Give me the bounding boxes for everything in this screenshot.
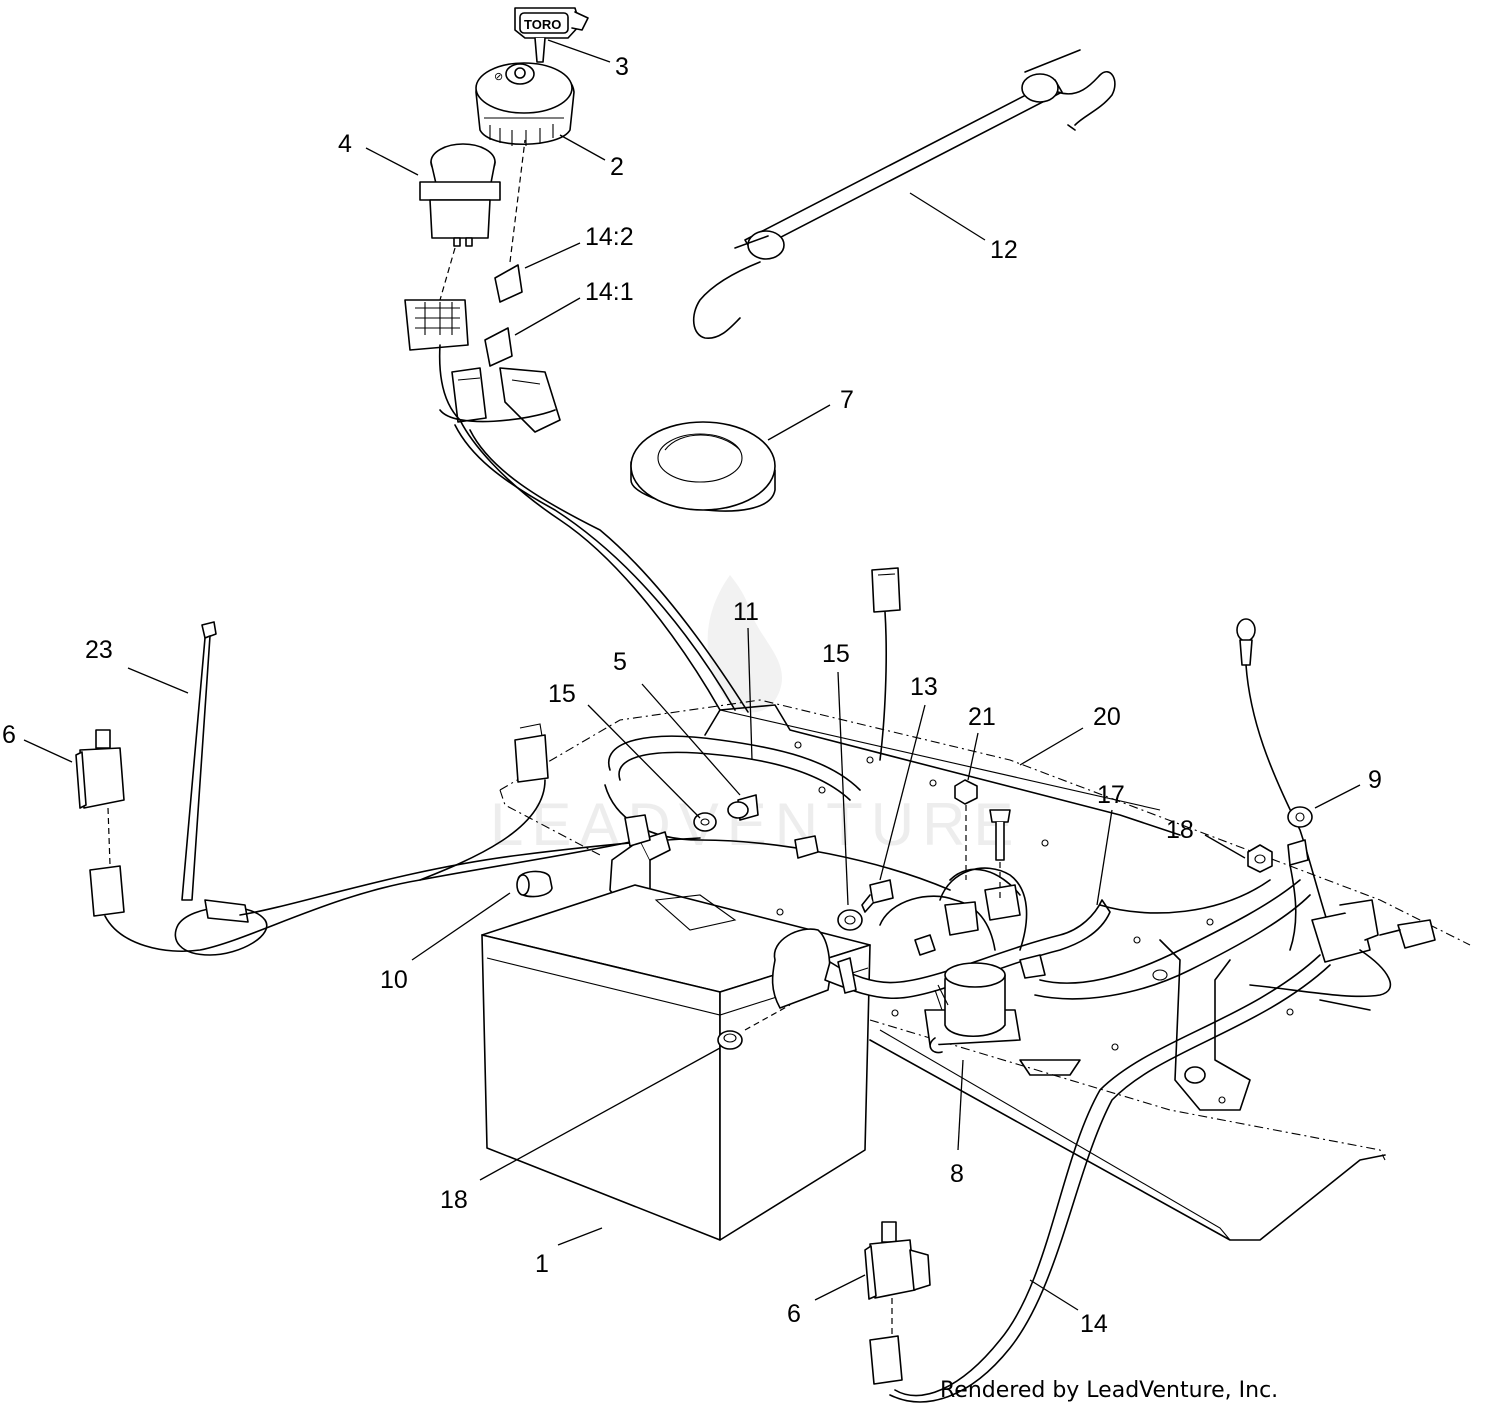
callout-2: 2 [610,153,624,181]
bolt-13 [861,879,894,913]
callout-7: 7 [840,386,854,414]
ignition-switch: ⊘ [475,62,575,146]
right-connector [1249,899,1436,998]
cable-tie [181,621,217,901]
battery [481,884,871,1241]
callout-11: 11 [733,598,759,626]
fuse-14-1 [484,327,513,367]
key-switch-connectors [451,367,561,433]
callout-3: 3 [615,53,629,81]
callout-15-left: 15 [548,680,576,708]
svg-text:⊘: ⊘ [494,71,503,83]
interlock-switch-bottom [864,1221,931,1385]
harness-connector-center [419,723,549,881]
callout-23: 23 [85,636,113,664]
callout-14-1: 14:1 [585,278,634,306]
callout-18-bottom: 18 [440,1186,468,1214]
interlock-switch-left [75,729,641,953]
cap-grommet [630,421,776,512]
starter-solenoid [924,962,1021,1054]
pto-switch [419,143,501,301]
fuse-14-2 [494,139,526,303]
callout-12: 12 [990,236,1018,264]
battery-bolt-5 [727,794,759,821]
render-credit: Rendered by LeadVenture, Inc. [940,1378,1279,1403]
callout-1: 1 [535,1250,549,1278]
frame-plate [499,699,1471,1241]
nut-18-right [1247,844,1273,873]
seat-switch-wire [889,954,1331,1403]
washer-15-right [837,909,863,931]
callout-15-right: 15 [822,640,850,668]
callout-18-right: 18 [1166,816,1194,844]
callout-21: 21 [968,703,996,731]
upper-connector [871,567,901,761]
ground-wire [1236,618,1331,951]
harness-connector-block [404,299,469,351]
harness-plug [516,870,553,898]
callout-10: 10 [380,966,408,994]
callout-6-left: 6 [2,721,16,749]
callout-13: 13 [910,673,938,701]
callout-8: 8 [950,1160,964,1188]
battery-bracket [609,814,671,899]
callout-14: 14 [1080,1310,1108,1338]
solenoid-wiring [879,867,1046,979]
callout-labels: 3 2 4 14:2 14:1 12 7 23 6 11 5 15 15 13 … [2,53,1382,1338]
callout-20: 20 [1093,703,1121,731]
ignition-key: TORO [514,7,589,63]
callout-14-2: 14:2 [585,223,634,251]
main-wire-harness [438,344,749,713]
callout-6-bottom: 6 [787,1300,801,1328]
bolt-20 [989,809,1011,900]
callout-5: 5 [613,648,627,676]
nut-21 [954,779,978,880]
key-brand-text: TORO [524,17,561,32]
right-harness [1034,879,1311,1000]
callout-4: 4 [338,130,352,158]
callout-17: 17 [1097,781,1125,809]
battery-hold-down-rod [692,49,1116,339]
callout-9: 9 [1368,766,1382,794]
leader-lines [23,39,1361,1311]
